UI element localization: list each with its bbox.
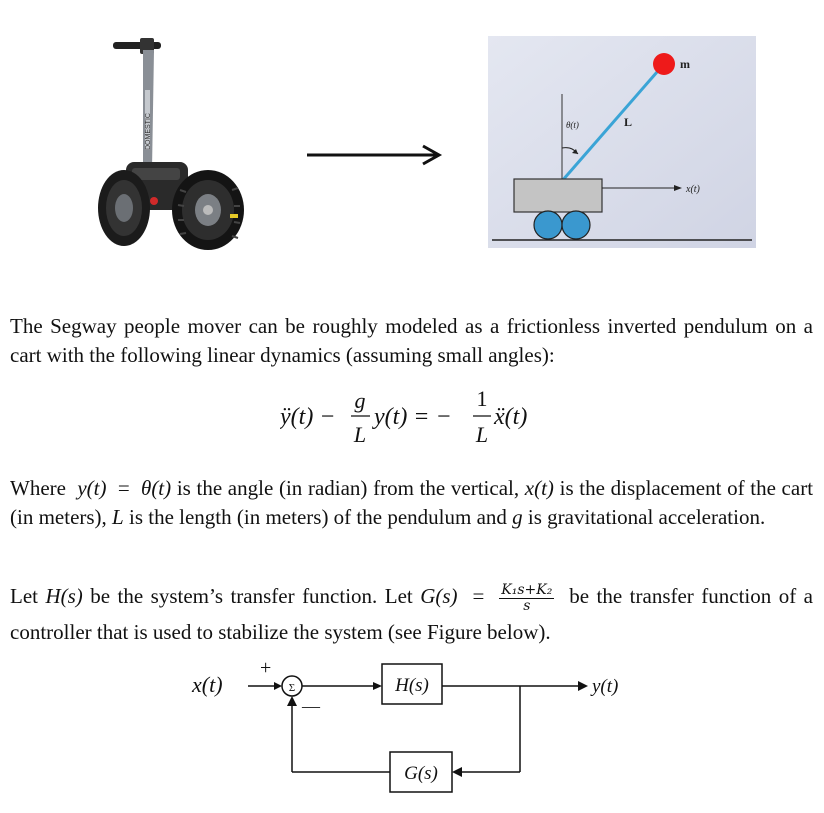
cart-wheel-left [533, 210, 563, 240]
definitions-paragraph: Where y(t) = θ(t) is the angle (in radia… [10, 474, 813, 532]
equation-lhs-y: y(t) = − [372, 404, 452, 430]
p2-length-text: is the length (in meters) of the pendulu… [128, 505, 507, 529]
p2-equals: = [117, 476, 130, 500]
equation-frac2-num: 1 [477, 386, 488, 411]
equation-frac2-den: L [475, 422, 488, 447]
equation-rhs-xdd: ẍ(t) [493, 404, 527, 430]
p2-L: L [112, 505, 124, 529]
pendulum-mass [653, 53, 675, 75]
p2-where: Where [10, 476, 66, 500]
p3-equals: = [472, 584, 485, 608]
segway-photo: DOMESTIC [98, 38, 244, 250]
angle-label: θ(t) [566, 120, 579, 130]
p2-angle-text: is the angle (in radian) from the vertic… [176, 476, 520, 500]
pendulum-rod [560, 63, 666, 182]
plant-block [381, 663, 443, 705]
dynamics-equation: ÿ(t) − g L y(t) = − 1 L ẍ(t) [280, 386, 527, 447]
plus-sign: + [260, 657, 271, 679]
feedback-block-diagram: x(t) + Σ H(s) y(t) G(s) — [191, 657, 618, 793]
plant-label: H(s) [394, 675, 429, 696]
controller-paragraph: Let H(s) be the system’s transfer functi… [10, 578, 813, 650]
p3-system-text: be the system’s transfer function. Let [90, 584, 413, 608]
equation-lhs-ydd: ÿ(t) − [280, 404, 336, 430]
p2-g: g [512, 505, 523, 529]
p3-Hs: H(s) [45, 584, 83, 608]
output-label: y(t) [590, 676, 618, 697]
p2-xt: x(t) [524, 476, 554, 500]
p2-yt: y(t) [77, 476, 107, 500]
minus-sign: — [301, 696, 321, 716]
cart [513, 178, 603, 213]
sum-symbol: Σ [289, 682, 295, 694]
length-label: L [624, 115, 632, 129]
p2-theta: θ(t) [141, 476, 172, 500]
p2-gravity-text: is gravitational acceleration. [527, 505, 766, 529]
controller-fraction-num: K₁s+K₂ [499, 581, 555, 599]
equation-frac1-den: L [353, 422, 366, 447]
mass-label: m [680, 57, 690, 71]
displacement-label: x(t) [685, 184, 701, 195]
p3-let: Let [10, 584, 38, 608]
p3-controller-text: be the transfer function of a controller… [10, 584, 814, 644]
inverted-pendulum-diagram: m L θ(t) x(t) [488, 36, 756, 248]
column-decal: DOMESTIC [145, 113, 152, 150]
p3-Gs: G(s) [420, 584, 458, 608]
right-arrow-icon [307, 144, 443, 166]
controller-label: G(s) [404, 763, 438, 784]
controller-block [389, 751, 453, 793]
p2-displacement-text: is the displacement of the cart (in mete… [10, 476, 814, 529]
intro-paragraph: The Segway people mover can be roughly m… [10, 314, 813, 367]
cart-wheel-right [561, 210, 591, 240]
controller-fraction-den: s [523, 597, 531, 614]
equation-frac1-num: g [355, 388, 366, 413]
input-label: x(t) [191, 672, 223, 697]
